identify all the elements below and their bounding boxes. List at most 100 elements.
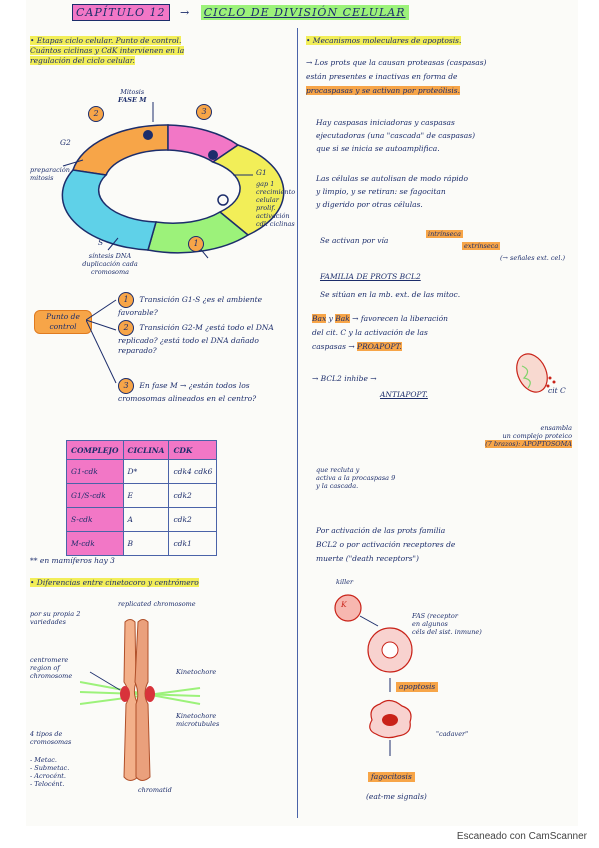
bax-desc-line: del cit. C y la activación de las bbox=[312, 328, 428, 337]
table-header: CICLINA bbox=[122, 440, 170, 460]
tipo-item: - Metac. bbox=[30, 756, 57, 764]
familia-heading: FAMILIA DE PROTS BCL2 bbox=[320, 272, 421, 281]
tipo-item: - Telocént. bbox=[30, 780, 65, 788]
recluta-block: que recluta y activa a la procaspasa 9 y… bbox=[316, 466, 466, 490]
table-cell: A bbox=[122, 507, 170, 532]
checkpoint-dot bbox=[143, 130, 153, 140]
punto-control-box: Punto de control bbox=[34, 310, 92, 334]
checkpoint-1-number: 1 bbox=[118, 292, 134, 308]
table-cell: G1-cdk bbox=[66, 459, 124, 484]
cycle-number-1: 1 bbox=[188, 236, 204, 252]
para2-line: que si se inicia se autoamplifica. bbox=[316, 144, 440, 153]
bax-desc-line: → favorecen la liberación bbox=[352, 314, 448, 323]
para2-line: ejecutadoras (una "cascada" de caspasas) bbox=[316, 131, 476, 140]
checkpoint-2-number: 2 bbox=[118, 320, 134, 336]
recluta-line: y la cascada. bbox=[316, 482, 359, 490]
apoptosis-label: apoptosis bbox=[396, 682, 439, 692]
etapas-heading: • Etapas ciclo celular. Punto de control… bbox=[30, 36, 182, 45]
extrinsic-heading: Por activación de las prots familia BCL2… bbox=[316, 524, 576, 566]
eat-me-label: (eat-me signals) bbox=[366, 792, 427, 801]
table-header: CDK bbox=[168, 440, 218, 460]
bax-bak-block: Bax y Bak → favorecen la liberación del … bbox=[312, 312, 582, 354]
mecanismos-heading: • Mecanismos moleculares de apoptosis. bbox=[306, 36, 462, 46]
punto-control-arrows bbox=[86, 299, 117, 384]
mitosis-text: Mitosis bbox=[120, 88, 145, 96]
checkpoint-1-text: Transición G1-S ¿es el ambiente favorabl… bbox=[118, 295, 263, 317]
diferencias-heading: • Diferencias entre cinetocoro y centróm… bbox=[30, 578, 199, 588]
cdk-table: COMPLEJO CICLINA CDK G1-cdk D* cdk4 cdk6… bbox=[66, 440, 218, 556]
para3-line: Las células se autolisan de modo rápido bbox=[316, 174, 469, 183]
proapop-label: PROAPOPT. bbox=[357, 342, 402, 351]
g1-label: G1 bbox=[256, 168, 267, 177]
checkpoint-3: 3 En fase M → ¿están todos los cromosoma… bbox=[118, 378, 293, 404]
g2-label: G2 bbox=[60, 138, 71, 147]
bax-label: Bax bbox=[312, 314, 327, 323]
fas-line: céls del sist. inmune) bbox=[412, 628, 482, 636]
fas-line: FAS (receptor bbox=[412, 612, 458, 620]
g1-description: gap 1 crecimiento celular prolif. activa… bbox=[256, 180, 296, 228]
tipos-heading: 4 tipos de cromosomas bbox=[30, 730, 72, 746]
killer-cell bbox=[334, 594, 362, 622]
table-row: G1/S-cdk E cdk2 bbox=[66, 483, 218, 508]
mamiferos-note: ** en mamíferos hay 3 bbox=[30, 556, 115, 565]
etapas-line3: regulación del ciclo celular. bbox=[30, 56, 135, 65]
cadaver-label: "cadaver" bbox=[436, 730, 469, 738]
extrinseca-label: extrínseca bbox=[462, 242, 501, 250]
ensambla-line: (7 brazos): APOPTOSOMA bbox=[485, 440, 572, 448]
s-segment-cyan bbox=[61, 169, 157, 251]
table-row: G1-cdk D* cdk4 cdk6 bbox=[66, 459, 218, 484]
fagocitosis-label: fagocitosis bbox=[368, 772, 415, 782]
activan-line: Se activan por vía bbox=[320, 236, 388, 246]
checkpoint-2: 2 Transición G2-M ¿está todo el DNA repl… bbox=[118, 320, 293, 356]
bax-desc-line: caspasas → bbox=[312, 342, 355, 351]
ex-heading-line: Por activación de las prots familia bbox=[316, 526, 446, 535]
fas-block: FAS (receptor en algunos céls del sist. … bbox=[412, 612, 572, 636]
activan-text: Se activan por vía bbox=[320, 236, 389, 245]
checkpoint-dot bbox=[217, 194, 229, 206]
para2: Hay caspasas iniciadoras y caspasas ejec… bbox=[316, 116, 576, 155]
ensambla-block: ensambla un complejo proteico (7 brazos)… bbox=[460, 424, 572, 448]
table-header: COMPLEJO bbox=[66, 440, 124, 460]
diferencias-text: • Diferencias entre cinetocoro y centróm… bbox=[30, 578, 199, 587]
tipo-item: - Submetac. bbox=[30, 764, 70, 772]
intrinseca-label: intrínseca bbox=[426, 230, 463, 238]
table-cell: B bbox=[122, 531, 170, 556]
antiapop-label: ANTIAPOPT. bbox=[380, 390, 428, 399]
k-label: K bbox=[341, 600, 347, 609]
checkpoint-3-text: En fase M → ¿están todos los cromosomas … bbox=[118, 381, 257, 403]
para3: Las células se autolisan de modo rápido … bbox=[316, 172, 576, 211]
table-cell: D* bbox=[122, 459, 170, 484]
para1-line: están presentes e inactivas en forma de bbox=[306, 72, 458, 81]
apoptosis-diagram bbox=[334, 594, 413, 756]
mitosis-label: Mitosis FASE M bbox=[118, 88, 146, 104]
para1-line: procaspasas y se activan por proteólisis… bbox=[306, 86, 460, 95]
chapter-number: CAPÍTULO 12 bbox=[72, 4, 170, 21]
chromosome-diagram bbox=[80, 619, 201, 781]
por-su-propia: por su propia 2 variedades bbox=[30, 610, 81, 626]
replicated-label: replicated chromosome bbox=[118, 600, 196, 608]
para1-line: → Los prots que la causan proteasas (cas… bbox=[306, 58, 487, 67]
bcl2-line: → BCL2 inhibe → bbox=[312, 374, 377, 383]
para2-line: Hay caspasas iniciadoras y caspasas bbox=[316, 118, 455, 127]
tipo-item: - Acrocént. bbox=[30, 772, 66, 780]
recluta-line: que recluta y bbox=[316, 466, 360, 474]
table-cell: cdk1 bbox=[168, 531, 218, 556]
cycle-number-2: 2 bbox=[88, 106, 104, 122]
table-header-row: COMPLEJO CICLINA CDK bbox=[66, 440, 218, 460]
column-divider bbox=[297, 28, 298, 818]
checkpoint-1: 1 Transición G1-S ¿es el ambiente favora… bbox=[118, 292, 293, 318]
g2-description: preparación mitosis bbox=[30, 166, 70, 182]
table-cell: cdk2 bbox=[168, 507, 218, 532]
s-description: síntesis DNA duplicación cada cromosoma bbox=[82, 252, 138, 276]
table-row: M-cdk B cdk1 bbox=[66, 531, 218, 556]
fas-line: en algunos bbox=[412, 620, 448, 628]
g2-segment bbox=[72, 124, 169, 176]
table-cell: M-cdk bbox=[66, 531, 124, 556]
mitochondria-icon bbox=[516, 353, 556, 393]
table-row: S-cdk A cdk2 bbox=[66, 507, 218, 532]
etapas-line2: Cuántos ciclinas y CdK intervienen en la bbox=[30, 46, 185, 55]
bak-label: Bak bbox=[335, 314, 350, 323]
table-cell: cdk2 bbox=[168, 483, 218, 508]
table-cell: E bbox=[122, 483, 170, 508]
table-cell: G1/S-cdk bbox=[66, 483, 124, 508]
